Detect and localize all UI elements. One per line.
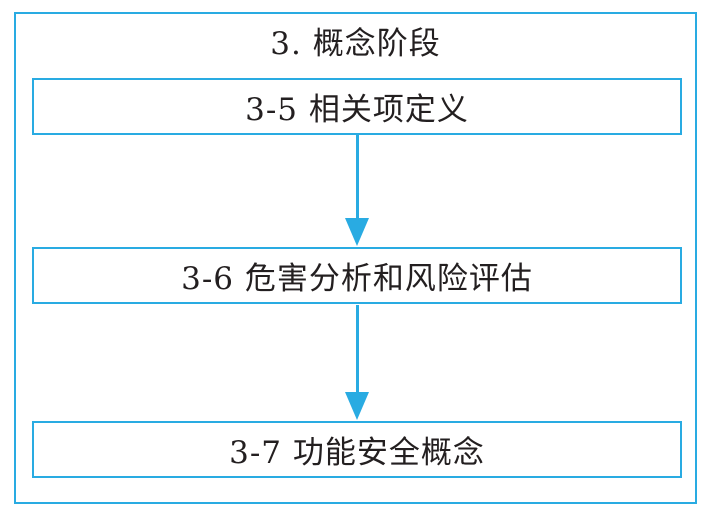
flow-box-functional-safety-concept: 3-7 功能安全概念 — [32, 421, 682, 478]
arrow-down-icon — [345, 305, 369, 420]
arrow-shaft — [355, 135, 359, 220]
phase-outer-frame — [14, 12, 697, 504]
arrow-head — [345, 218, 369, 246]
flow-box-label: 3-5 相关项定义 — [245, 92, 469, 128]
flow-box-item-definition: 3-5 相关项定义 — [32, 78, 682, 135]
phase-title: 3. 概念阶段 — [270, 26, 441, 62]
flow-box-label: 3-7 功能安全概念 — [229, 435, 485, 471]
arrow-down-icon — [345, 135, 369, 246]
arrow-head — [345, 392, 369, 420]
flow-box-label: 3-6 危害分析和风险评估 — [181, 261, 533, 297]
flow-box-hazard-analysis: 3-6 危害分析和风险评估 — [32, 247, 682, 304]
arrow-shaft — [355, 305, 359, 392]
